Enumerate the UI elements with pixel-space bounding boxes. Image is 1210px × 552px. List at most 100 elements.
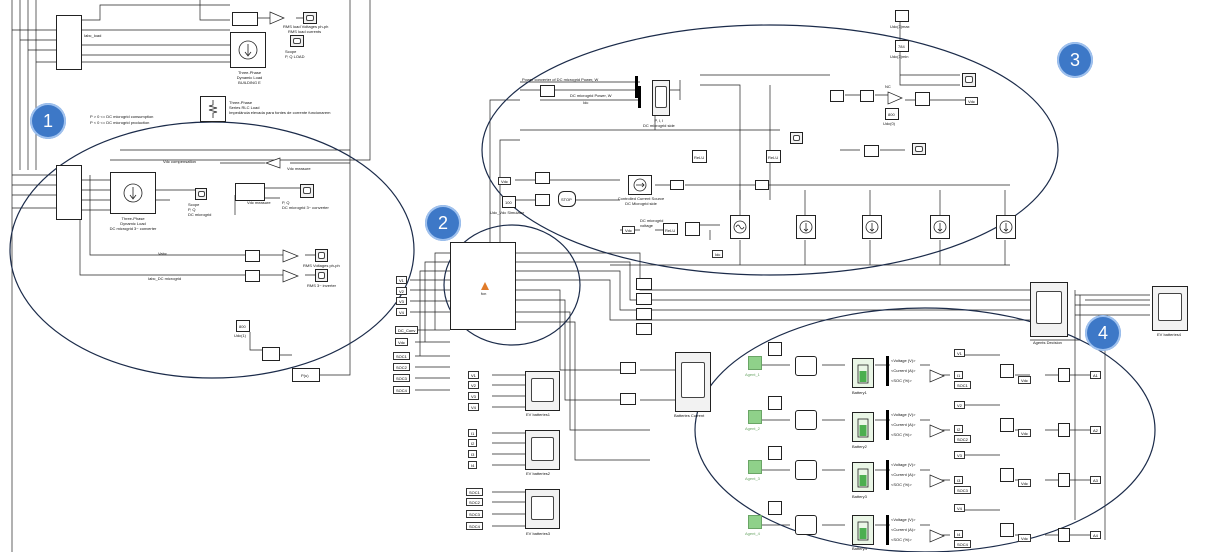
battery-2[interactable] (852, 412, 874, 442)
product-row-1[interactable] (1000, 364, 1014, 378)
udc-max-label: Udc(3)max (890, 24, 910, 29)
udc-min-const[interactable]: 784 (895, 40, 909, 52)
relu-block-2[interactable]: ReLU (766, 150, 781, 163)
v1-out-tag: V1 (954, 349, 965, 357)
current-source-icon (797, 216, 815, 238)
relu-block-1[interactable]: ReLU (692, 150, 707, 163)
batteries-current-scope[interactable] (675, 352, 711, 412)
product2-row-3[interactable] (1058, 473, 1070, 487)
battery-3[interactable] (852, 462, 874, 492)
sim-const[interactable]: 100 (502, 196, 516, 208)
saturation-6[interactable] (636, 323, 652, 335)
pu-label: P(u) (301, 373, 309, 378)
abc-meas-block[interactable] (232, 12, 258, 26)
agent-2-block[interactable] (748, 410, 762, 424)
relational-block[interactable] (535, 194, 550, 206)
stop-block[interactable]: STOP (558, 191, 576, 207)
udc-const-label: Udc(1) (234, 333, 246, 338)
battery-4[interactable] (852, 515, 874, 545)
scope-udc-top[interactable] (962, 73, 976, 87)
scope-mid[interactable] (790, 132, 803, 144)
scope-pq-dc-microgrid[interactable] (195, 188, 207, 200)
battery-1[interactable] (852, 358, 874, 388)
udc0-const[interactable]: 800 (885, 108, 899, 120)
a1-out-tag: A1 (1090, 371, 1101, 379)
saturation-5[interactable] (636, 308, 652, 320)
three-phase-source-block[interactable] (56, 15, 82, 70)
idc-block[interactable] (685, 222, 700, 236)
udc-max-const[interactable] (895, 10, 909, 22)
gain-small-1[interactable] (670, 180, 684, 190)
ev-batteries1-scope[interactable] (525, 371, 560, 411)
scope-right[interactable] (912, 143, 926, 155)
product-row-3[interactable] (1000, 468, 1014, 482)
battery-2-label: Battery2 (852, 444, 867, 449)
product-row-4[interactable] (1000, 523, 1014, 537)
meas-i-1: <Current (A)> (891, 368, 915, 373)
current-source-4[interactable] (996, 215, 1016, 239)
saturation-3[interactable] (636, 278, 652, 290)
rms-block-1[interactable] (245, 250, 260, 262)
scope-rms-voltages[interactable] (315, 249, 328, 262)
saturation-2[interactable] (620, 393, 636, 405)
pu-block[interactable]: P(u) (292, 368, 320, 382)
badge-3: 3 (1057, 42, 1093, 78)
dc-power-label: DC microgrid Power, W (570, 93, 612, 98)
current-source-3[interactable] (930, 215, 950, 239)
relu-label-2: ReLU (768, 155, 778, 160)
ac-source[interactable] (730, 215, 750, 239)
scope-pq-converter[interactable] (300, 184, 314, 198)
pq-measure-block[interactable] (235, 183, 265, 201)
ev-batteries2-scope[interactable] (525, 430, 560, 470)
sine-block-4[interactable] (768, 501, 782, 515)
ev-batteries3-scope[interactable] (525, 489, 560, 529)
sum-block[interactable] (830, 90, 844, 102)
agent-3-block[interactable] (748, 460, 762, 474)
building-load-block[interactable] (230, 32, 266, 68)
ev-batteries4-scope[interactable] (1152, 286, 1188, 331)
i4-out-tag: I4 (954, 530, 963, 538)
sine-block-3[interactable] (768, 446, 782, 460)
udc-constant[interactable]: 800 (236, 320, 250, 332)
scope-rms-load-voltage[interactable] (303, 12, 317, 24)
mux-block[interactable] (262, 347, 280, 361)
compare-block[interactable] (535, 172, 550, 184)
rlc-load-block[interactable] (200, 96, 226, 122)
cs-battery-3[interactable] (795, 460, 817, 480)
rms-block-2[interactable] (245, 270, 260, 282)
soc4-tag: SOC4 (393, 386, 410, 394)
vi-meas-block[interactable] (56, 165, 82, 220)
product2-row-2[interactable] (1058, 423, 1070, 437)
sine-block-2[interactable] (768, 396, 782, 410)
scope-pq-load[interactable] (290, 35, 304, 47)
agent-function-block[interactable]: fcn (450, 242, 516, 330)
cs-battery-4[interactable] (795, 515, 817, 535)
scope-rms-inverter[interactable] (315, 269, 328, 282)
building-load-label: Three-Phase Dynamic Load BUILDING E (222, 70, 277, 85)
relu-block-3[interactable]: ReLU (663, 223, 678, 235)
product2-row-4[interactable] (1058, 528, 1070, 542)
dc-microgrid-side-scope[interactable] (652, 80, 670, 116)
agent-1-block[interactable] (748, 356, 762, 370)
ev2-i1-tag: I1 (468, 429, 477, 437)
product-block-2[interactable] (864, 145, 879, 157)
product-row-2[interactable] (1000, 418, 1014, 432)
sine-block-1[interactable] (768, 342, 782, 356)
saturation-1[interactable] (620, 362, 636, 374)
agents-decision-scope[interactable] (1030, 282, 1068, 337)
cs-battery-2[interactable] (795, 410, 817, 430)
ev2-i4-tag: I4 (468, 461, 477, 469)
current-source-2[interactable] (862, 215, 882, 239)
dc-converter-load-block[interactable] (110, 172, 156, 214)
product-block-1[interactable] (540, 85, 555, 97)
nc-switch[interactable] (915, 92, 930, 106)
current-source-1[interactable] (796, 215, 816, 239)
gain-block[interactable] (860, 90, 874, 102)
saturation-4[interactable] (636, 293, 652, 305)
agent-4-block[interactable] (748, 515, 762, 529)
product2-row-1[interactable] (1058, 368, 1070, 382)
gain-small-2[interactable] (755, 180, 769, 190)
cs-battery-1[interactable] (795, 356, 817, 376)
controlled-current-source[interactable] (628, 175, 652, 195)
ev3-soc1-tag: SOC1 (466, 488, 483, 496)
